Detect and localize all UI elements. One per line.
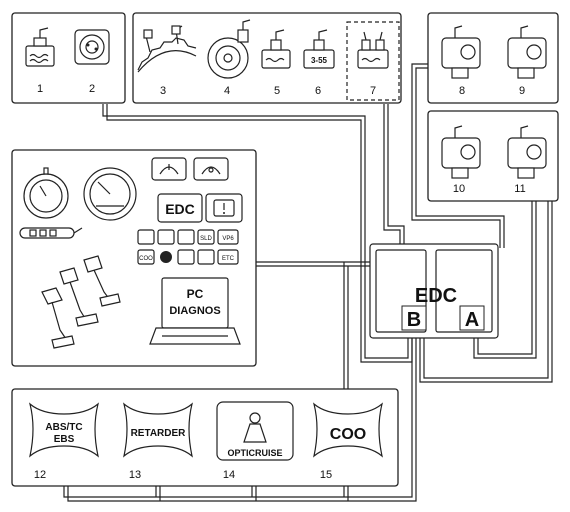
wire-injectors-10-11-b (473, 201, 537, 359)
lamp-label-etc: ETC (222, 256, 235, 262)
pc-diagnos-laptop[interactable]: PC DIAGNOS (149, 277, 241, 345)
coo-label: COO (330, 426, 366, 443)
indicator-lamps: SLD VP6 COO ETC (137, 229, 239, 265)
engine-warning-icon (205, 193, 243, 223)
component-number-14: 14 (223, 469, 235, 481)
temperature-sensor-icon (261, 29, 291, 69)
wire-injectors-outer-b (419, 201, 553, 383)
component-number-6: 6 (315, 85, 321, 97)
wire-injectors-10-11 (477, 201, 533, 355)
pc-label: PC (187, 287, 204, 301)
gauge-icon (23, 167, 69, 219)
ebs-label: EBS (54, 434, 75, 445)
wire-sensors-3-7-b (387, 104, 405, 248)
lamp-label-sld: SLD (200, 236, 212, 242)
wire-injectors-8-9 (411, 63, 501, 248)
component-number-2: 2 (89, 83, 95, 95)
component-number-12: 12 (34, 469, 46, 481)
pedals-icon (41, 255, 121, 349)
edc-unit-title: EDC (415, 285, 457, 307)
wire-sensors-3-7 (383, 104, 401, 248)
component-number-3: 3 (160, 85, 166, 97)
box-control-units: ABS/TC EBS 12 RETARDER 13 OPTICRUISE 14 … (11, 388, 399, 487)
diagnos-label: DIAGNOS (169, 305, 220, 317)
connector-a-label: A (465, 309, 479, 331)
edc-lamp-label: EDC (165, 201, 195, 217)
component-number-1: 1 (37, 83, 43, 95)
wire-can-bus-b (67, 338, 417, 502)
unit-injector-icon (507, 25, 547, 79)
component-number-9: 9 (519, 85, 525, 97)
opticruise-label: OPTICRUISE (227, 448, 282, 458)
connector-b: B (401, 305, 427, 331)
connector-b-label: B (407, 309, 421, 331)
unit-injector-icon (441, 25, 481, 79)
unit-injector-icon (441, 125, 481, 179)
wire-sensors-1-2 (102, 104, 409, 359)
unit-abs-tc-ebs: ABS/TC EBS (28, 402, 100, 458)
wire-can-bus (63, 338, 413, 498)
lamp-label-coo: COO (139, 256, 153, 262)
component-number-7: 7 (370, 85, 376, 97)
component-number-5: 5 (274, 85, 280, 97)
unit-coo: COO (312, 402, 384, 458)
sensor-code-label: 3-55 (311, 56, 328, 65)
abs-tc-label: ABS/TC (45, 422, 82, 433)
edc-control-unit: EDC B A (369, 243, 499, 339)
cruise-control-stalk-icon (19, 227, 83, 239)
lamp-label-vp6: VP6 (222, 236, 234, 242)
component-number-15: 15 (320, 469, 332, 481)
warning-lamp-icon (193, 157, 229, 181)
component-number-10: 10 (453, 183, 465, 195)
connector-a: A (459, 305, 485, 331)
speedometer-icon (83, 167, 137, 221)
component-number-4: 4 (224, 85, 230, 97)
flywheel-sensor-icon (137, 25, 197, 73)
component-number-11: 11 (514, 183, 525, 195)
wire-injectors-outer (423, 201, 549, 379)
wiring-harness (63, 63, 553, 502)
wire-injectors-8-9-b (415, 67, 505, 248)
unit-injector-icon (507, 125, 547, 179)
level-sensor-icon (25, 27, 55, 67)
optional-sensor-icon (346, 21, 400, 101)
box-sensors-1-2: 1 2 (11, 12, 126, 104)
warning-lamp-icon (151, 157, 187, 181)
cab-instrument-panel: EDC SLD VP6 COO (11, 149, 257, 367)
retarder-label: RETARDER (131, 428, 187, 439)
box-sensors-3-7: 3 4 5 3-55 6 (132, 12, 402, 104)
box-injectors-8-9: 8 9 (427, 12, 559, 104)
unit-retarder: RETARDER (122, 402, 194, 458)
switch-icon (74, 29, 110, 65)
edc-lamp: EDC (157, 193, 203, 223)
box-injectors-10-11: 10 11 (427, 110, 559, 202)
unit-opticruise: OPTICRUISE (216, 401, 294, 461)
speed-sensor-wheel-icon (207, 19, 251, 79)
component-number-8: 8 (459, 85, 465, 97)
component-number-13: 13 (129, 469, 141, 481)
pressure-sensor-icon: 3-55 (303, 29, 335, 69)
